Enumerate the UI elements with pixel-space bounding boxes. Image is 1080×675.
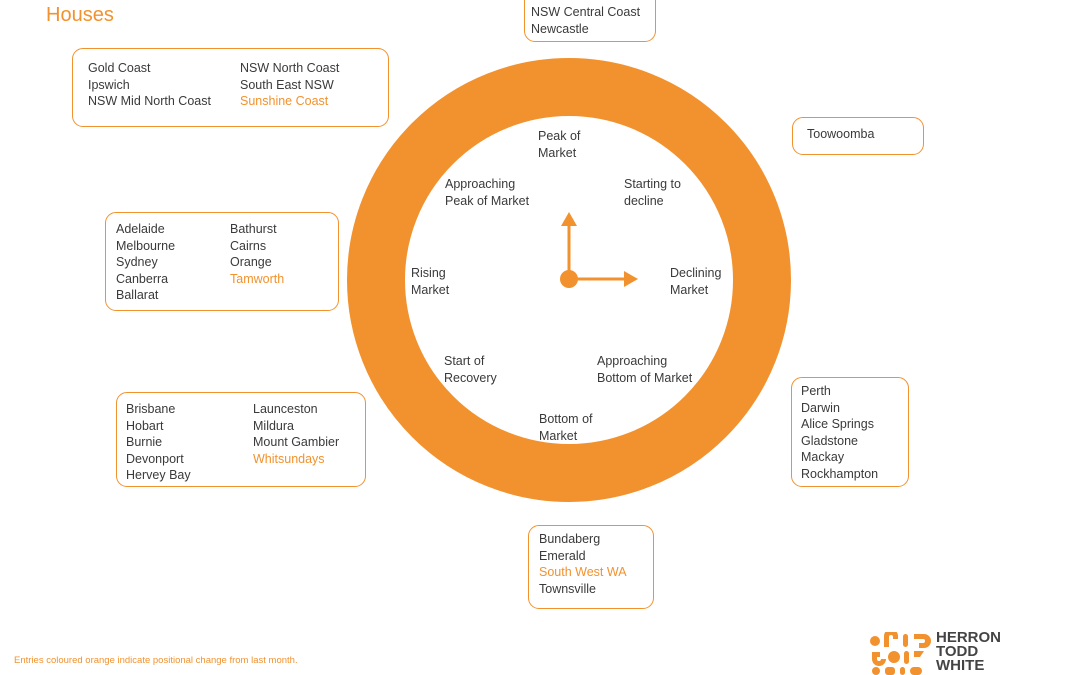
footnote: Entries coloured orange indicate positio…: [14, 655, 298, 666]
region-item: Whitsundays: [253, 451, 325, 466]
region-item: Hervey Bay: [126, 468, 191, 482]
region-item: Adelaide: [116, 222, 165, 236]
region-item: Sunshine Coast: [240, 94, 329, 108]
region-item: Gladstone: [801, 433, 858, 448]
region-item: Mildura: [253, 418, 294, 433]
region-item: Gold Coast: [88, 61, 151, 75]
page-title: Houses: [46, 4, 114, 26]
region-item: Townsville: [539, 581, 596, 596]
region-item: Mount Gambier: [253, 435, 340, 449]
region-item: Canberra: [116, 271, 169, 286]
region-item: Hobart: [126, 418, 164, 433]
region-item: Bundaberg: [539, 532, 601, 546]
clock-ring: [347, 58, 791, 502]
region-item: Newcastle: [531, 21, 589, 36]
region-item: Brisbane: [126, 402, 176, 416]
region-item: Sydney: [116, 255, 158, 269]
region-item: Ballarat: [116, 288, 159, 302]
region-item: Tamworth: [230, 271, 285, 286]
region-item: Rockhampton: [801, 466, 879, 481]
region-item: Mackay: [801, 450, 845, 464]
region-item: Orange: [230, 255, 272, 269]
region-item: NSW Mid North Coast: [88, 94, 211, 108]
region-item: Launceston: [253, 402, 318, 416]
region-item: South West WA: [539, 565, 627, 579]
region-item: Burnie: [126, 435, 163, 449]
herron-todd-white-logo-icon: [870, 632, 931, 675]
group-toowoomba: Toowoomba: [792, 117, 924, 155]
region-item: Melbourne: [116, 238, 176, 253]
region-item: Cairns: [230, 238, 267, 253]
region-item: NSW North Coast: [240, 61, 340, 75]
group-column: Toowoomba: [807, 126, 874, 143]
region-item: Devonport: [126, 451, 184, 466]
clock-hand-right-arrow-icon: [624, 271, 638, 287]
region-item: Emerald: [539, 548, 586, 563]
region-item: Bathurst: [230, 222, 277, 236]
region-item: Perth: [801, 384, 831, 398]
region-item: Ipswich: [88, 77, 130, 92]
region-item: Alice Springs: [801, 417, 874, 431]
region-item: South East NSW: [240, 77, 334, 92]
region-item: Toowoomba: [807, 127, 875, 141]
region-item: NSW Central Coast: [531, 5, 641, 19]
region-item: Darwin: [801, 400, 840, 415]
logo-wordmark: HERRON TODD WHITE: [936, 629, 1002, 674]
clock-hand-up-arrow-icon: [561, 212, 577, 226]
